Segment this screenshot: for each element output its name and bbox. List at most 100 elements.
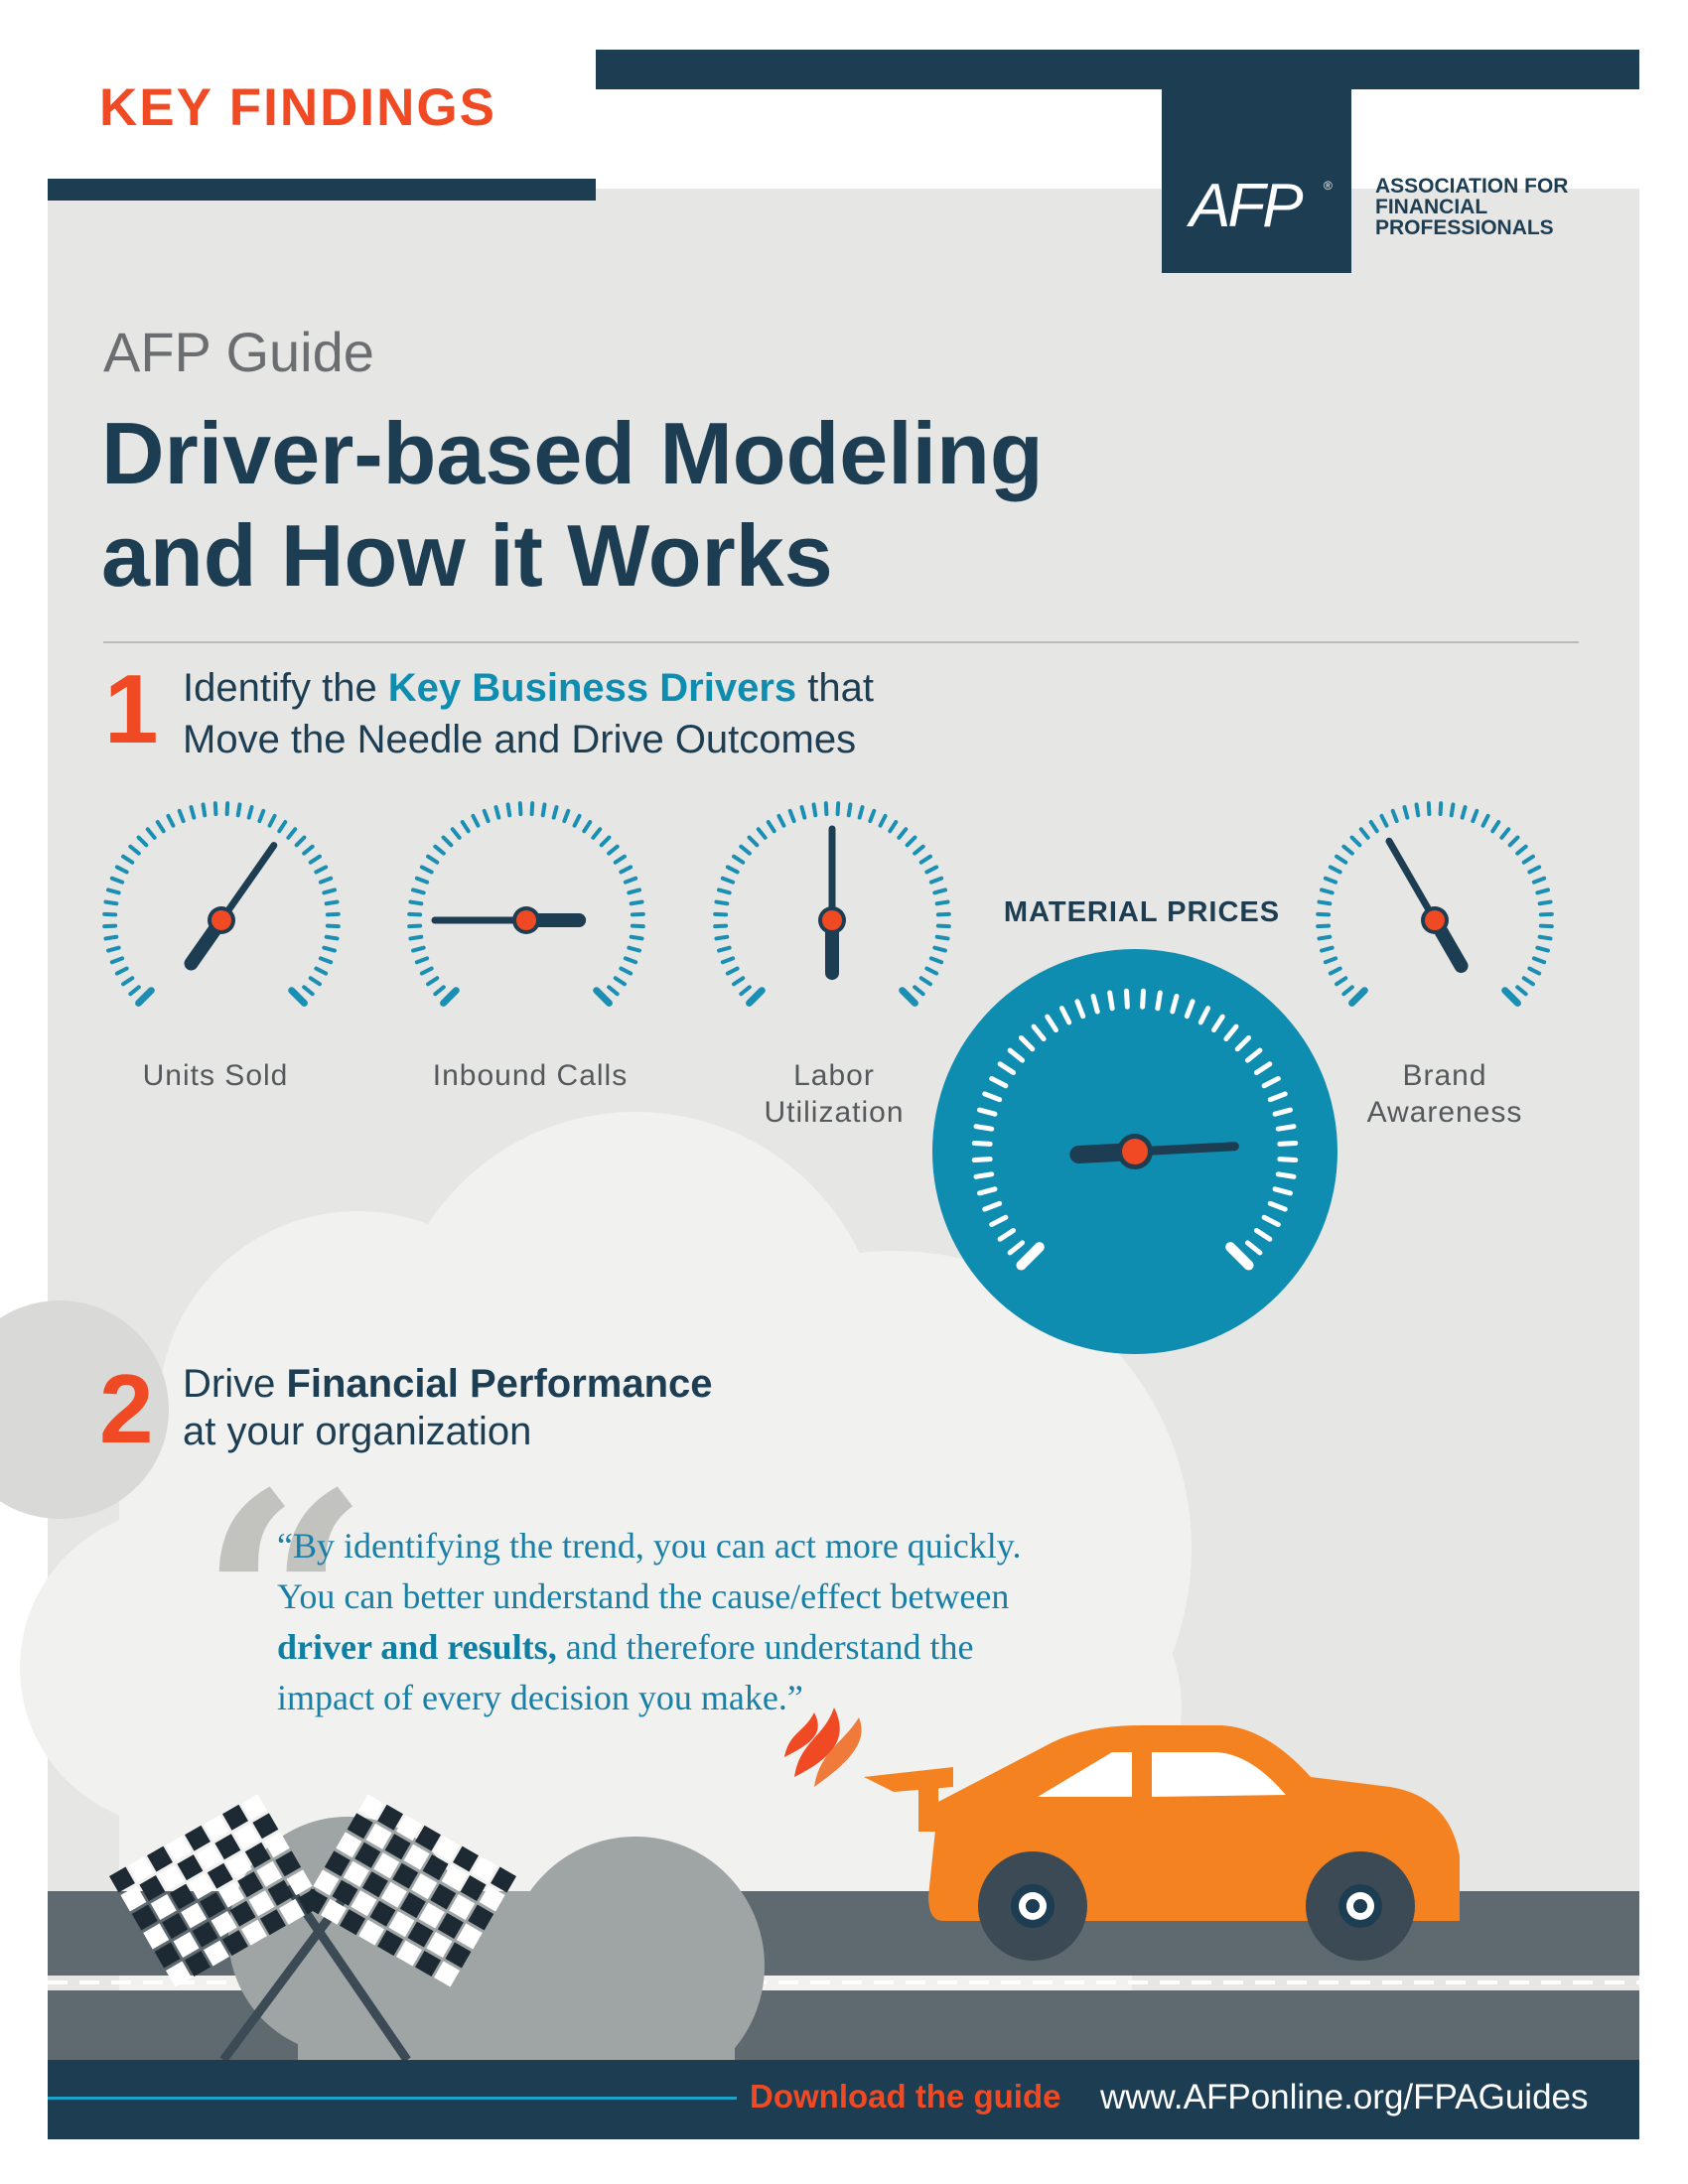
- gauge-tick: [918, 854, 932, 865]
- gauge-tick: [106, 945, 121, 953]
- gauge-tick: [1244, 1240, 1263, 1256]
- gauge-label-labor-utilization: Labor Utilization: [705, 1057, 963, 1131]
- gauge-tick: [1170, 994, 1180, 1015]
- gauge-tick: [411, 945, 426, 953]
- gauge-tick: [121, 976, 135, 987]
- flag-square: [267, 1879, 294, 1906]
- gauge-tick: [1471, 808, 1479, 824]
- flag-square: [177, 1854, 204, 1881]
- flag-square: [434, 1836, 460, 1862]
- gauge-tick: [562, 808, 571, 824]
- gauge-tick: [121, 854, 135, 865]
- flag-square: [260, 1909, 286, 1936]
- gauge-tick: [627, 887, 641, 895]
- flag-square: [166, 1836, 192, 1862]
- gauge-tick: [935, 923, 951, 929]
- gauge-tick: [924, 865, 939, 875]
- flag-square: [185, 1825, 211, 1851]
- flag-square: [139, 1875, 166, 1902]
- gauge-tick: [1379, 813, 1389, 828]
- flag-square: [204, 1815, 229, 1842]
- gauge-tick: [630, 923, 645, 929]
- gauge-tick: [846, 802, 853, 818]
- flag-square: [377, 1930, 403, 1957]
- gauge-tick: [189, 805, 197, 820]
- gauge-tick: [1460, 805, 1468, 820]
- gauge-tick: [1535, 887, 1550, 895]
- gauge-tick: [106, 887, 121, 895]
- download-guide-link[interactable]: Download the guide: [750, 2078, 1061, 2115]
- gauge-tick: [928, 956, 944, 965]
- material-prices-label: MATERIAL PRICES: [1003, 896, 1281, 928]
- flag-square: [150, 1894, 177, 1921]
- gauge-tick: [1537, 899, 1553, 906]
- gauge-needle: [818, 825, 846, 981]
- gauge-tick: [629, 899, 644, 906]
- gauge-tick: [1058, 1006, 1072, 1025]
- flag-square: [256, 1860, 283, 1887]
- gauge-tick: [997, 1228, 1017, 1242]
- gauge-tick: [613, 976, 627, 987]
- gauge-tick: [918, 976, 932, 987]
- flag-square: [441, 1864, 468, 1891]
- divider: [103, 641, 1579, 643]
- flag-square: [445, 1942, 472, 1969]
- gauge-tick: [932, 945, 947, 953]
- gauge-tick: [1527, 966, 1542, 976]
- gauge-tick: [450, 827, 462, 840]
- gauge-tick: [540, 802, 547, 818]
- step-1-suffix: that: [796, 666, 874, 710]
- gauge-tick: [322, 887, 337, 895]
- gauge-tick: [103, 934, 119, 941]
- flag-square: [347, 1813, 373, 1840]
- flag-square: [302, 1888, 328, 1915]
- flag-square: [453, 1845, 479, 1872]
- gauge-tick: [1316, 923, 1332, 929]
- gauge-tick: [776, 813, 786, 828]
- step-1-highlight: Key Business Drivers: [387, 666, 797, 710]
- gauge-tick: [811, 802, 818, 818]
- gauge-tick: [302, 844, 315, 856]
- step-2-number: 2: [99, 1354, 154, 1463]
- gauge-tick: [717, 945, 732, 953]
- gauge-label-line: Brand: [1402, 1059, 1487, 1092]
- key-findings-banner: KEY FINDINGS: [99, 78, 496, 137]
- registered-mark: ®: [1324, 179, 1333, 193]
- gauge-tick: [440, 987, 460, 1007]
- flag-square: [377, 1804, 403, 1831]
- gauge-tick: [325, 911, 341, 917]
- gauge-tick: [1499, 827, 1511, 840]
- flag-square: [449, 1894, 476, 1921]
- step-2-prefix: Drive: [183, 1362, 287, 1406]
- gauge-tick: [419, 865, 434, 875]
- quote-emphasis: driver and results,: [277, 1627, 557, 1667]
- flag-square: [361, 1871, 388, 1898]
- gauge-tick: [989, 1075, 1009, 1089]
- flag-square: [472, 1856, 497, 1883]
- gauge-tick: [1521, 854, 1535, 865]
- gauge-tick: [607, 985, 620, 997]
- flag-square: [225, 1852, 252, 1879]
- gauge-tick: [982, 1091, 1003, 1103]
- guide-url-link[interactable]: www.AFPonline.org/FPAGuides: [1100, 2078, 1589, 2116]
- flag-square: [460, 1875, 487, 1902]
- gauge-tick: [878, 813, 888, 828]
- step-1-prefix: Identify the: [183, 666, 388, 710]
- gauge-tick: [408, 934, 424, 941]
- gauge-tick: [1368, 820, 1379, 834]
- flag-square: [162, 1913, 189, 1940]
- gauge-tick: [1341, 985, 1354, 997]
- step-1-line-2: Move the Needle and Drive Outcomes: [183, 718, 857, 761]
- gauge-tick: [1253, 1061, 1273, 1075]
- step-1-number: 1: [104, 654, 159, 763]
- gauge-tick: [627, 945, 641, 953]
- flag-square: [388, 1911, 415, 1938]
- gauge-tick: [1124, 988, 1130, 1010]
- step-2-heading: Drive Financial Performance at your orga…: [183, 1360, 713, 1455]
- gauge-tick: [932, 887, 947, 895]
- flag-square: [434, 1961, 460, 1987]
- gauge-tick: [934, 899, 950, 906]
- gauge-tick: [739, 985, 752, 997]
- gauge-tick: [607, 844, 620, 856]
- gauge-tick: [102, 911, 118, 917]
